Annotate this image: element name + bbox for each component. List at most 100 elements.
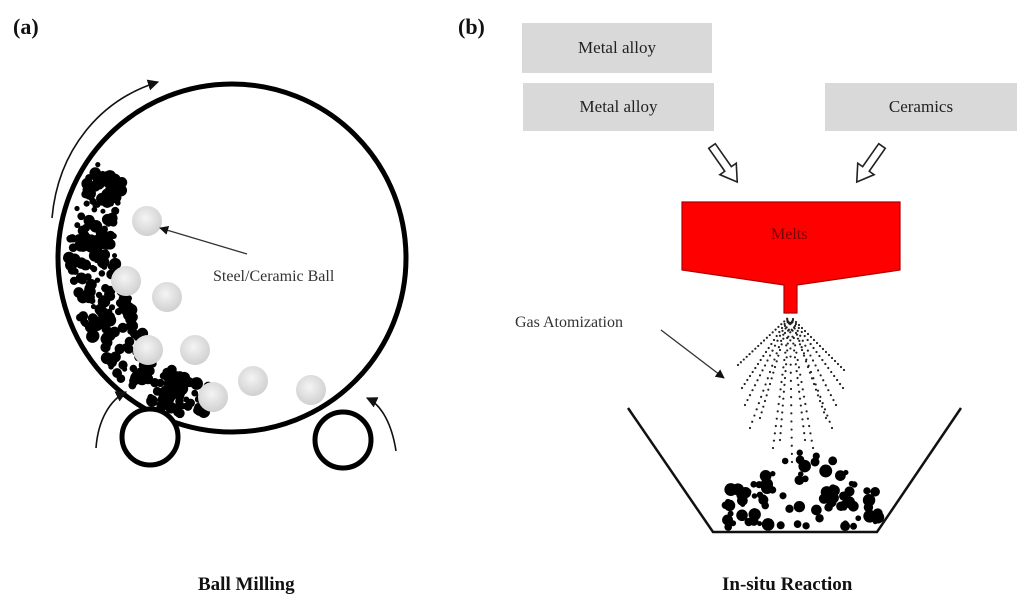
spray-droplet-icon — [804, 344, 807, 347]
spray-droplet-icon — [787, 328, 790, 331]
spray-droplet-icon — [828, 420, 831, 423]
spray-droplet-icon — [804, 360, 808, 363]
spray-droplet-icon — [780, 380, 783, 384]
spray-droplet-icon — [772, 338, 776, 342]
spray-droplet-icon — [758, 374, 762, 377]
spray-droplet-icon — [793, 349, 796, 352]
spray-droplet-icon — [801, 388, 804, 391]
spray-droplet-icon — [811, 446, 815, 450]
spray-droplet-icon — [775, 334, 778, 338]
spray-droplet-icon — [819, 395, 822, 398]
powder-particle-icon — [793, 520, 802, 528]
powder-particle-icon — [793, 500, 806, 513]
spray-droplet-icon — [771, 331, 774, 334]
spray-droplet-icon — [762, 389, 765, 392]
spray-droplet-icon — [779, 388, 782, 391]
spray-droplet-icon — [796, 358, 799, 362]
powder-particle-icon — [737, 495, 748, 506]
powder-particle-icon — [105, 175, 111, 181]
spray-icon — [736, 317, 846, 464]
powder-particle-icon — [736, 509, 748, 522]
spray-droplet-icon — [821, 402, 824, 405]
powder-particle-icon — [68, 243, 78, 252]
powder-particle-icon — [744, 488, 752, 496]
spray-droplet-icon — [789, 363, 792, 366]
powder-particle-icon — [770, 470, 776, 477]
spray-droplet-icon — [799, 334, 802, 337]
spray-droplet-icon — [799, 404, 802, 407]
powder-particle-icon — [191, 389, 199, 397]
powder-particle-icon — [80, 246, 86, 252]
spray-droplet-icon — [782, 390, 785, 393]
input-box-metal-alloy-1: Metal alloy — [522, 23, 712, 73]
spray-droplet-icon — [794, 331, 798, 335]
spray-droplet-icon — [806, 349, 809, 352]
input-box-ceramics: Ceramics — [825, 83, 1017, 131]
powder-particle-icon — [105, 291, 116, 301]
spray-droplet-icon — [798, 343, 802, 346]
spray-droplet-icon — [762, 354, 765, 358]
spray-droplet-icon — [814, 383, 817, 386]
spray-droplet-icon — [780, 343, 783, 346]
powder-particle-icon — [159, 372, 168, 380]
powder-particle-icon — [872, 519, 878, 525]
spray-droplet-icon — [830, 426, 834, 430]
spray-droplet-icon — [781, 373, 784, 376]
spray-droplet-icon — [794, 320, 798, 324]
powder-particle-icon — [819, 464, 833, 478]
spray-droplet-icon — [755, 408, 758, 411]
grinding-ball-icon — [132, 206, 162, 236]
in-situ-reaction-caption: In-situ Reaction — [722, 574, 853, 595]
powder-particle-icon — [815, 514, 824, 523]
powder-particle-icon — [114, 200, 121, 206]
spray-droplet-icon — [762, 405, 765, 408]
spray-droplet-icon — [797, 383, 800, 386]
powder-particle-icon — [110, 259, 117, 266]
spray-droplet-icon — [800, 346, 803, 349]
spray-droplet-icon — [800, 348, 804, 352]
spray-droplet-icon — [748, 374, 752, 378]
spray-droplet-icon — [790, 412, 793, 415]
powder-particle-icon — [756, 491, 764, 499]
powder-particle-icon — [761, 501, 769, 510]
powder-particle-icon — [83, 200, 90, 207]
spray-droplet-icon — [821, 347, 825, 351]
spray-droplet-icon — [794, 363, 797, 366]
powder-particle-icon — [826, 496, 837, 508]
powder-particle-icon — [802, 522, 810, 530]
powder-particle-icon — [841, 504, 848, 511]
spray-droplet-icon — [775, 417, 778, 420]
spray-droplet-icon — [811, 359, 815, 362]
spray-droplet-icon — [804, 402, 807, 406]
powder-particle-icon — [77, 212, 86, 221]
spray-droplet-icon — [797, 326, 800, 330]
spray-droplet-icon — [790, 444, 793, 447]
spray-droplet-icon — [782, 366, 785, 369]
spray-droplet-icon — [796, 376, 799, 380]
spray-droplet-icon — [751, 420, 754, 423]
powder-particle-icon — [96, 192, 108, 205]
spray-droplet-icon — [817, 369, 820, 372]
powder-particle-icon — [124, 336, 135, 347]
spray-droplet-icon — [739, 361, 742, 364]
powder-particle-icon — [835, 470, 846, 481]
spray-droplet-icon — [780, 418, 783, 421]
steel-ceramic-ball-label: Steel/Ceramic Ball — [213, 268, 335, 285]
spray-droplet-icon — [766, 377, 769, 380]
powder-particle-icon — [156, 378, 165, 388]
grinding-ball-icon — [296, 375, 326, 405]
spray-droplet-icon — [809, 432, 812, 435]
powder-particle-icon — [112, 253, 118, 259]
spray-droplet-icon — [777, 346, 780, 349]
spray-droplet-icon — [770, 342, 773, 346]
powder-particle-icon — [760, 481, 774, 495]
powder-particle-icon — [844, 486, 855, 497]
spray-droplet-icon — [768, 382, 772, 386]
powder-particle-icon — [90, 265, 98, 273]
powder-particle-icon — [86, 330, 99, 343]
spray-droplet-icon — [797, 323, 801, 327]
spray-droplet-icon — [748, 353, 751, 356]
spray-droplet-icon — [783, 324, 787, 327]
mill-drum-icon — [55, 81, 409, 435]
annotation-arrow-icon — [159, 225, 248, 255]
